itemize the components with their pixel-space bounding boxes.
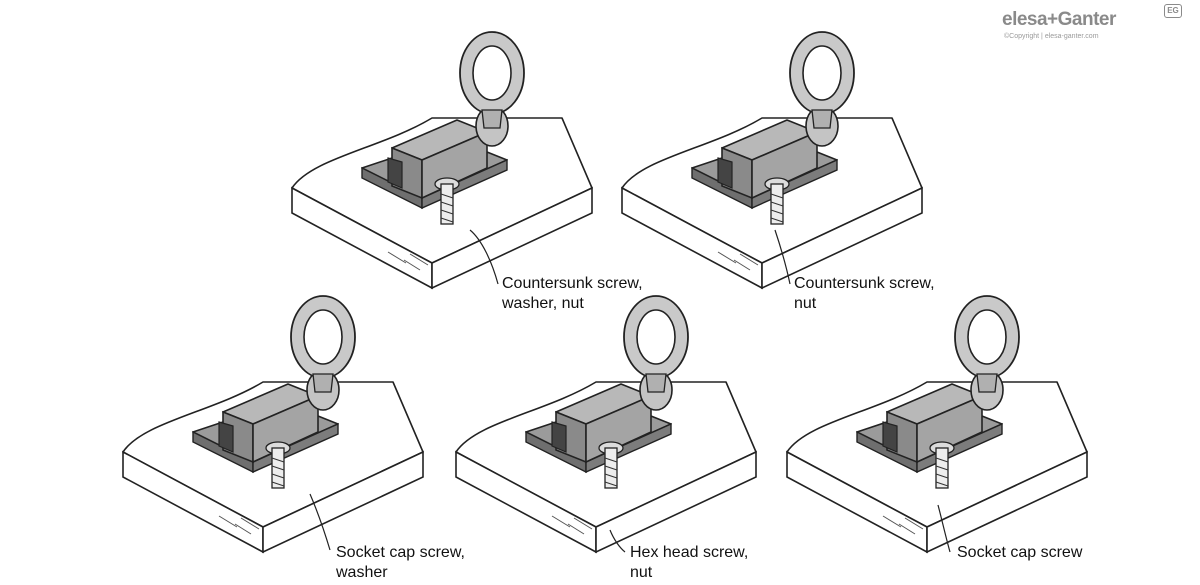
label-line-1: Socket cap screw,	[336, 544, 465, 561]
label-line-1: Hex head screw,	[630, 544, 749, 561]
label-line-1: Socket cap screw	[957, 544, 1083, 561]
latch-figure-2	[621, 31, 923, 289]
latch-figure-4	[455, 295, 757, 553]
label-line-1: Countersunk screw,	[502, 275, 643, 292]
label-line-1: Countersunk screw,	[794, 275, 935, 292]
latch-figure-5	[786, 295, 1088, 553]
label-hex-head-nut: Hex head screw, nut	[630, 543, 748, 583]
label-socket-cap: Socket cap screw	[957, 543, 1082, 563]
label-countersunk-nut: Countersunk screw, nut	[794, 274, 935, 314]
brand-badge-icon: EG	[1164, 4, 1182, 18]
leader-line-5	[937, 504, 951, 553]
brand-copyright: ©Copyright | elesa-ganter.com	[1004, 33, 1099, 40]
leader-line-3	[309, 493, 331, 551]
label-countersunk-washer-nut: Countersunk screw, washer, nut	[502, 274, 643, 314]
leader-line-1	[469, 229, 499, 285]
brand-name: elesa+Ganter	[1002, 9, 1116, 30]
leader-line-4	[609, 529, 626, 553]
latch-figure-1	[291, 31, 593, 289]
label-line-2: nut	[794, 295, 817, 312]
label-line-2: nut	[630, 564, 653, 581]
label-socket-cap-washer: Socket cap screw, washer	[336, 543, 465, 583]
label-line-2: washer	[336, 564, 388, 581]
brand-logo: elesa+Ganter ©Copyright | elesa-ganter.c…	[1002, 4, 1182, 44]
leader-line-2	[774, 229, 791, 285]
label-line-2: washer, nut	[502, 295, 584, 312]
latch-figure-3	[122, 295, 424, 553]
